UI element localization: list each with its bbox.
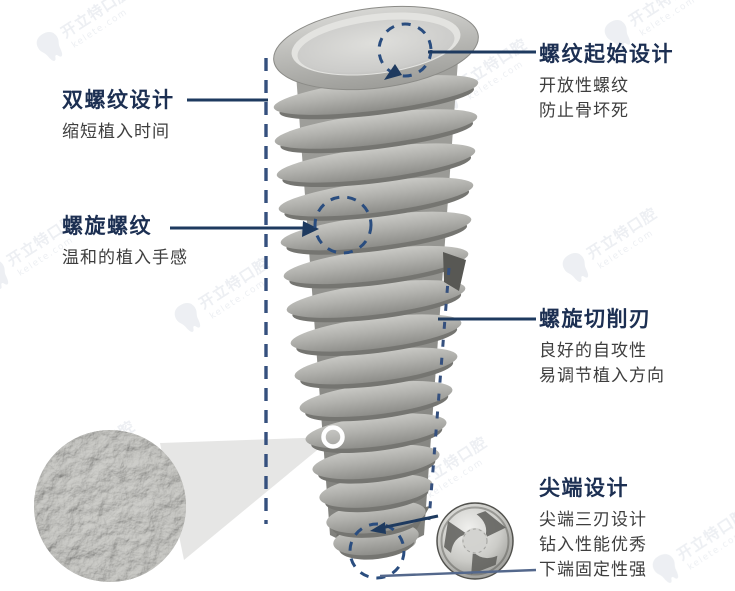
annotation-line: 钻入性能优秀	[539, 535, 647, 555]
annotation-line: 易调节植入方向	[539, 366, 665, 386]
apex-inset	[436, 502, 514, 580]
annotation-title: 螺纹起始设计	[539, 42, 674, 66]
focus-circle-top	[377, 22, 433, 78]
annotation-tip-design: 尖端设计 尖端三刃设计 钻入性能优秀 下端固定性强	[539, 472, 647, 583]
annotation-title: 螺旋螺纹	[62, 214, 152, 238]
brand-watermark: 开立特口腔 kelete.com	[33, 0, 135, 65]
annotation-helical-thread: 螺旋螺纹 温和的植入手感	[62, 210, 188, 271]
annotation-line: 温和的植入手感	[62, 248, 188, 268]
surface-texture-inset	[34, 430, 186, 582]
arrow-left-mid	[302, 221, 319, 237]
annotation-thread-start: 螺纹起始设计 开放性螺纹 防止骨坏死	[539, 38, 674, 124]
annotation-line: 下端固定性强	[539, 560, 647, 580]
annotation-line: 开放性螺纹	[539, 76, 629, 96]
implant-body	[273, 5, 479, 560]
arrow-top	[384, 64, 402, 80]
brand-watermark: 开立特口腔 kelete.com	[649, 505, 735, 587]
focus-circle-mid	[313, 195, 373, 255]
annotation-line: 尖端三刃设计	[539, 510, 647, 530]
surface-point-marker	[321, 425, 345, 449]
brand-watermark: 开立特口腔 kelete.com	[559, 204, 661, 286]
annotation-cutting-edge: 螺旋切削刃 良好的自攻性 易调节植入方向	[539, 303, 665, 389]
guide-dashed-right	[427, 267, 451, 521]
annotation-double-thread: 双螺纹设计 缩短植入时间	[62, 84, 175, 145]
annotation-title: 尖端设计	[539, 476, 629, 500]
connector-bottom	[379, 568, 537, 578]
annotation-line: 缩短植入时间	[62, 122, 170, 142]
magnifier-cone	[160, 437, 333, 560]
annotation-line: 防止骨坏死	[539, 101, 629, 121]
annotation-line: 良好的自攻性	[539, 341, 647, 361]
cutting-edge-notch	[443, 252, 466, 291]
annotation-title: 双螺纹设计	[62, 88, 175, 112]
focus-circle-tip	[348, 522, 406, 580]
connector-apex	[375, 514, 439, 531]
arrow-apex	[370, 522, 386, 534]
annotation-title: 螺旋切削刃	[539, 307, 652, 331]
annotation-guides	[170, 22, 537, 580]
implant-top-cup	[273, 5, 479, 91]
